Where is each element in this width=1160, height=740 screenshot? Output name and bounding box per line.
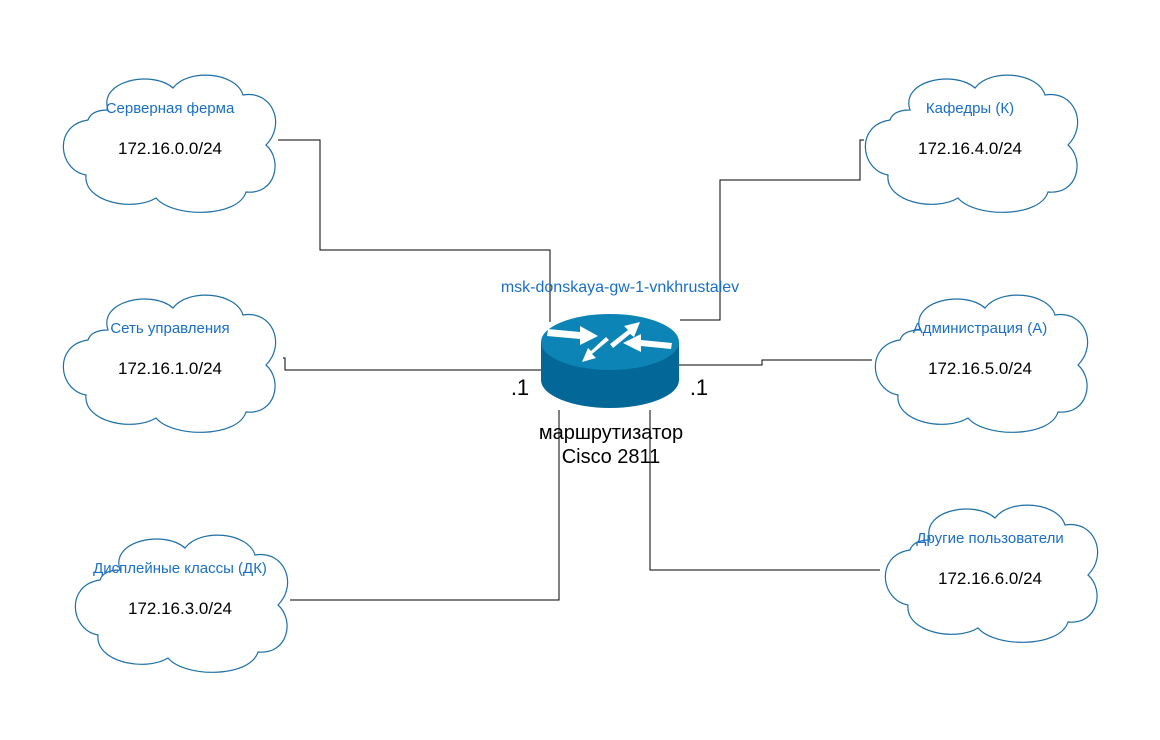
link-departments bbox=[680, 139, 864, 321]
router-hostname: msk-donskaya-gw-1-vnkhrustalev bbox=[501, 279, 739, 296]
network-subnet: 172.16.5.0/24 bbox=[928, 359, 1032, 378]
router-model-label-line2: Cisco 2811 bbox=[562, 446, 661, 468]
network-subnet: 172.16.3.0/24 bbox=[128, 599, 232, 618]
network-title: Дисплейные классы (ДК) bbox=[93, 560, 267, 577]
router-interface-right: .1 bbox=[690, 375, 708, 400]
network-subnet: 172.16.1.0/24 bbox=[118, 359, 222, 378]
link-management bbox=[283, 357, 542, 371]
links bbox=[278, 139, 880, 601]
link-administration bbox=[678, 359, 872, 366]
network-cloud-management: Сеть управления 172.16.1.0/24 bbox=[62, 294, 277, 433]
link-server-farm bbox=[278, 139, 551, 322]
network-title: Кафедры (К) bbox=[926, 100, 1014, 117]
network-title: Администрация (А) bbox=[913, 320, 1047, 337]
router-interface-left: .1 bbox=[511, 375, 529, 400]
network-subnet: 172.16.4.0/24 bbox=[918, 139, 1022, 158]
network-cloud-administration: Администрация (А) 172.16.5.0/24 bbox=[874, 294, 1089, 433]
network-title: Сеть управления bbox=[110, 320, 229, 337]
network-title: Серверная ферма bbox=[106, 100, 235, 117]
router-model-label-line1: маршрутизатор bbox=[539, 422, 683, 444]
network-cloud-server-farm: Серверная ферма 172.16.0.0/24 bbox=[62, 74, 277, 213]
network-subnet: 172.16.0.0/24 bbox=[118, 139, 222, 158]
link-display-classes bbox=[290, 410, 560, 601]
router-icon bbox=[541, 314, 679, 408]
link-other-users bbox=[649, 410, 880, 571]
network-cloud-departments: Кафедры (К) 172.16.4.0/24 bbox=[864, 74, 1079, 213]
network-cloud-display-classes: Дисплейные классы (ДК) 172.16.3.0/24 bbox=[74, 534, 289, 673]
router: msk-donskaya-gw-1-vnkhrustalev .1 .1 мар… bbox=[501, 279, 739, 468]
network-title: Другие пользователи bbox=[916, 530, 1063, 547]
network-cloud-other-users: Другие пользователи 172.16.6.0/24 bbox=[884, 504, 1099, 643]
network-subnet: 172.16.6.0/24 bbox=[938, 569, 1042, 588]
